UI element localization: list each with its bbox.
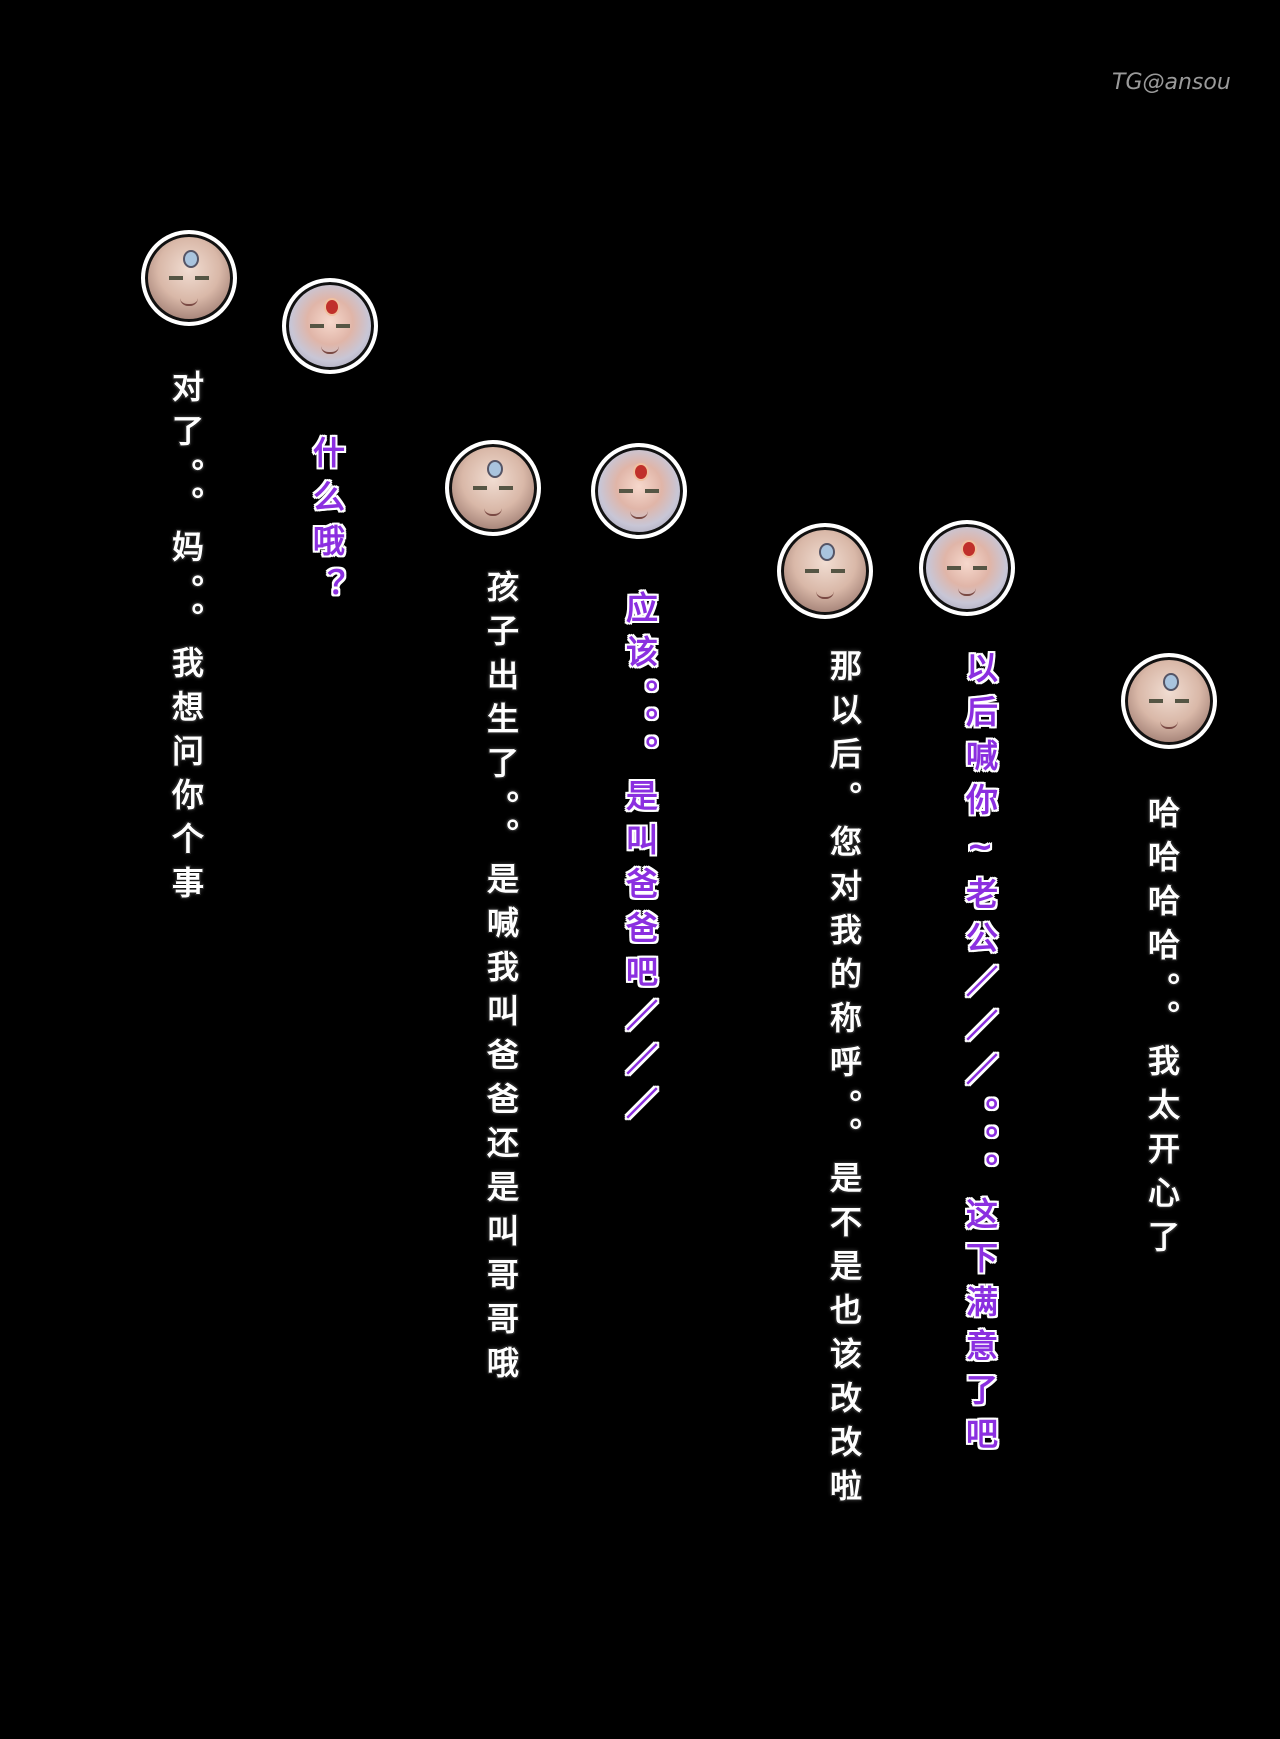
- female-avatar: [282, 278, 378, 374]
- forehead-jewel-icon: [633, 463, 649, 481]
- message-6: 以后喊你~老公／／／。。。这下满意了吧: [961, 651, 999, 1461]
- watermark: TG@ansou: [1112, 70, 1231, 95]
- message-5: 那以后。您对我的称呼。。是不是也该改改啦: [825, 649, 863, 1513]
- third-eye-icon: [819, 543, 835, 561]
- male-avatar: [445, 440, 541, 536]
- message-3: 孩子出生了。。是喊我叫爸爸还是叫哥哥哦: [482, 570, 520, 1390]
- forehead-jewel-icon: [324, 298, 340, 316]
- male-avatar: [141, 230, 237, 326]
- forehead-jewel-icon: [961, 540, 977, 558]
- third-eye-icon: [487, 460, 503, 478]
- third-eye-icon: [1163, 673, 1179, 691]
- message-4: 应该。。。是叫爸爸吧／／／: [621, 591, 659, 1131]
- female-avatar: [919, 520, 1015, 616]
- female-avatar: [591, 443, 687, 539]
- third-eye-icon: [183, 250, 199, 268]
- male-avatar: [1121, 653, 1217, 749]
- message-7: 哈哈哈哈。。我太开心了: [1143, 796, 1181, 1264]
- message-2: 什么哦？: [308, 436, 346, 612]
- male-avatar: [777, 523, 873, 619]
- message-1: 对了。。妈。。我想问你个事: [167, 370, 205, 910]
